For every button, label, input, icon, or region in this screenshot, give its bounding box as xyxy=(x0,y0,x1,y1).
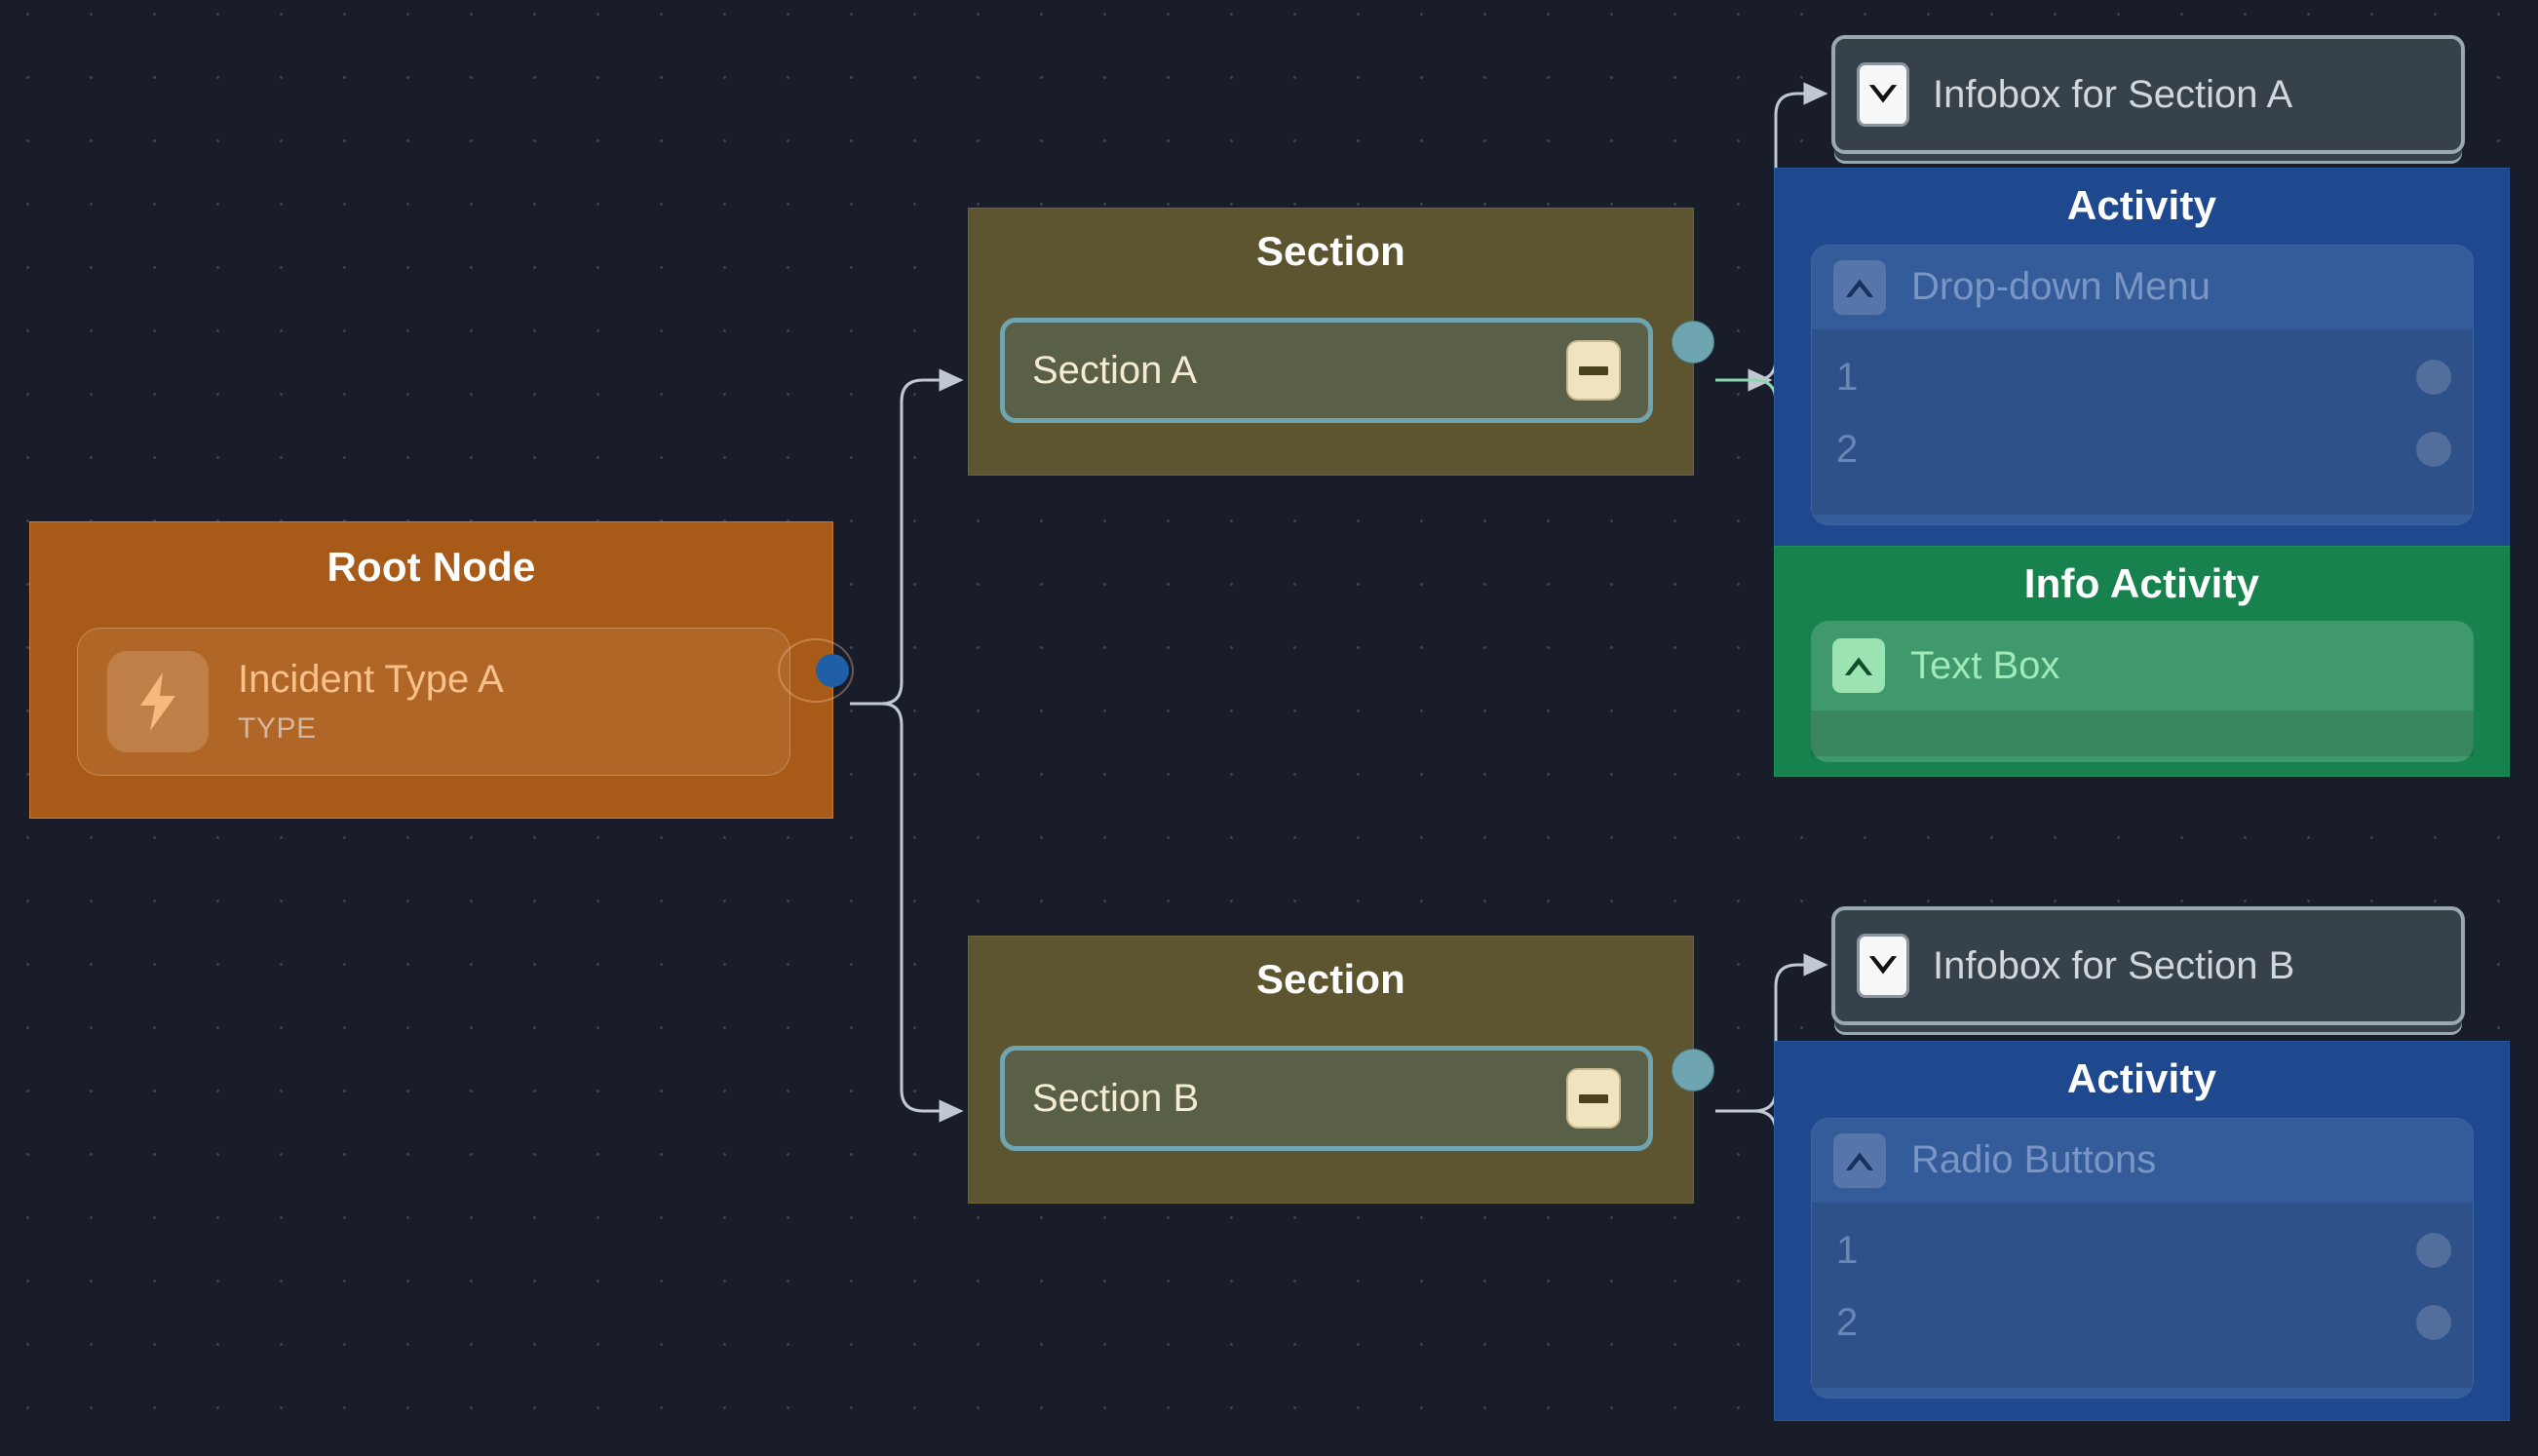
activity-a-options: 1 2 xyxy=(1812,328,2473,515)
section-a-title: Section xyxy=(1255,228,1406,274)
info-activity-card[interactable]: Text Box xyxy=(1811,621,2474,762)
list-item[interactable]: 2 xyxy=(1812,1298,2473,1347)
root-field-sublabel: TYPE xyxy=(238,712,317,745)
option-output-port[interactable] xyxy=(2416,432,2451,467)
section-b-field[interactable]: Section B xyxy=(1000,1046,1653,1151)
node-section-a[interactable]: Section Section A xyxy=(968,208,1714,476)
minus-icon[interactable] xyxy=(1566,340,1621,401)
list-item[interactable]: 1 xyxy=(1812,1226,2473,1275)
option-output-port[interactable] xyxy=(2416,1233,2451,1268)
root-field[interactable]: Incident Type A TYPE xyxy=(77,628,790,776)
list-item[interactable]: 1 xyxy=(1812,353,2473,402)
edge-root-to-section-a xyxy=(850,368,964,706)
section-a-output-port[interactable] xyxy=(1672,320,1714,364)
activity-b-field-label: Radio Buttons xyxy=(1911,1138,2157,1181)
chevron-down-icon[interactable] xyxy=(1857,934,1909,998)
option-output-port[interactable] xyxy=(2416,360,2451,395)
node-infobox-b[interactable]: Infobox for Section B xyxy=(1831,906,2465,1025)
option-label: 1 xyxy=(1836,1228,1859,1272)
root-node-title: Root Node xyxy=(327,544,536,590)
node-activity-b[interactable]: Activity Radio Buttons 1 2 xyxy=(1774,1041,2510,1421)
section-a-label: Section A xyxy=(1032,348,1198,392)
list-item[interactable]: 2 xyxy=(1812,425,2473,474)
infobox-a-label: Infobox for Section A xyxy=(1933,72,2293,116)
activity-a-header[interactable]: Drop-down Menu xyxy=(1812,246,2473,328)
node-info-activity[interactable]: Info Activity Text Box xyxy=(1774,546,2510,777)
activity-a-field-label: Drop-down Menu xyxy=(1911,265,2211,308)
chevron-up-icon[interactable] xyxy=(1833,1132,1886,1188)
info-activity-header[interactable]: Text Box xyxy=(1811,621,2474,710)
activity-b-title: Activity xyxy=(2066,1055,2217,1101)
node-root[interactable]: Root Node Incident Type A TYPE xyxy=(29,521,854,819)
info-activity-field-label: Text Box xyxy=(1910,643,2060,687)
chevron-down-icon[interactable] xyxy=(1857,62,1909,127)
node-section-b[interactable]: Section Section B xyxy=(968,936,1714,1204)
activity-b-header[interactable]: Radio Buttons xyxy=(1812,1119,2473,1202)
option-label: 2 xyxy=(1836,427,1859,471)
chevron-up-icon[interactable] xyxy=(1832,638,1885,693)
edge-root-to-section-b xyxy=(850,702,964,1123)
activity-b-options: 1 2 xyxy=(1812,1202,2473,1388)
option-label: 1 xyxy=(1836,355,1859,399)
root-field-label: Incident Type A xyxy=(238,658,504,701)
activity-b-card[interactable]: Radio Buttons 1 2 xyxy=(1811,1118,2474,1399)
option-label: 2 xyxy=(1836,1300,1859,1344)
root-output-port[interactable] xyxy=(816,653,849,687)
activity-a-title: Activity xyxy=(2066,182,2217,228)
section-b-output-port[interactable] xyxy=(1672,1048,1714,1092)
node-activity-a[interactable]: Activity Drop-down Menu 1 2 xyxy=(1774,168,2510,548)
section-b-title: Section xyxy=(1255,956,1406,1002)
lightning-bolt-icon xyxy=(107,651,209,752)
activity-a-card[interactable]: Drop-down Menu 1 2 xyxy=(1811,245,2474,525)
info-activity-title: Info Activity xyxy=(2023,560,2260,606)
node-infobox-a[interactable]: Infobox for Section A xyxy=(1831,35,2465,154)
section-a-field[interactable]: Section A xyxy=(1000,318,1653,423)
root-field-text: Incident Type A TYPE xyxy=(238,658,504,746)
chevron-up-icon[interactable] xyxy=(1833,259,1886,315)
infobox-b-label: Infobox for Section B xyxy=(1933,943,2295,987)
section-b-label: Section B xyxy=(1032,1076,1200,1120)
option-output-port[interactable] xyxy=(2416,1305,2451,1340)
minus-icon[interactable] xyxy=(1566,1068,1621,1129)
info-activity-textbox-area[interactable] xyxy=(1811,710,2474,756)
